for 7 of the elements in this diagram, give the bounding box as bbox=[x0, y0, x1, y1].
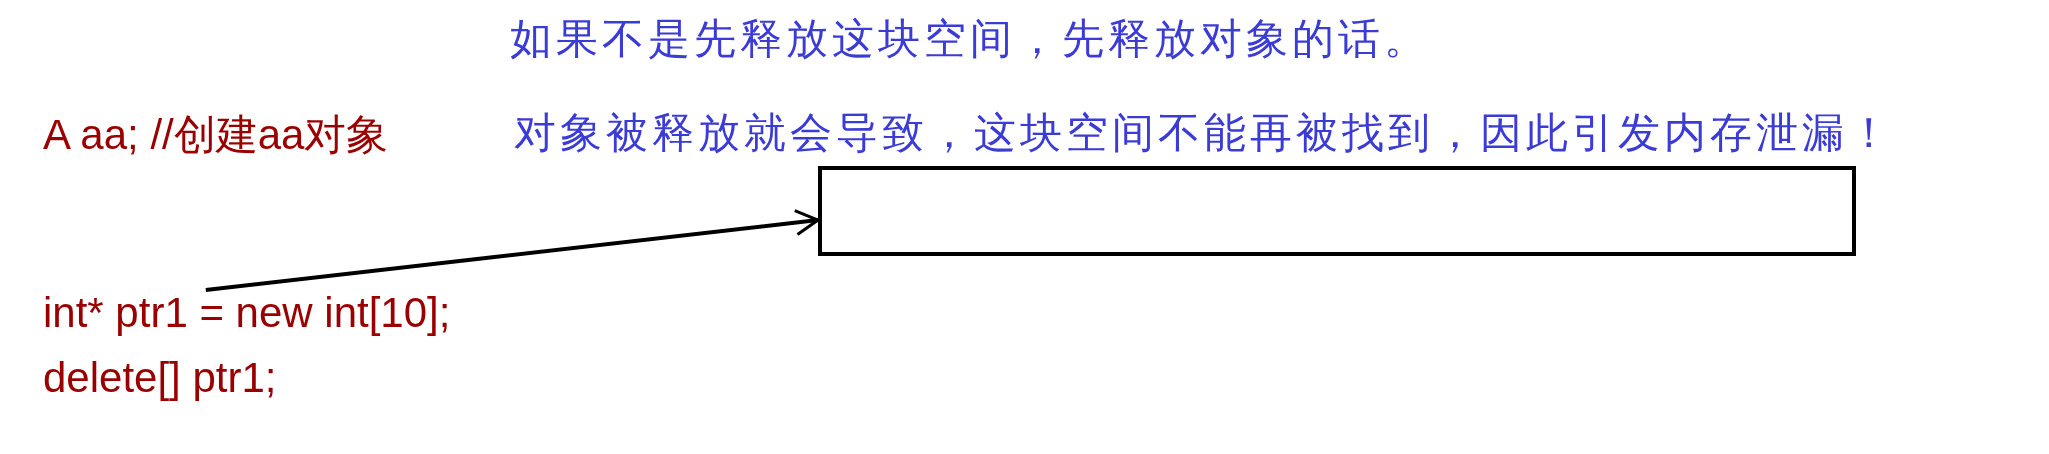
code-line: A aa; //创建aa对象 bbox=[43, 110, 389, 160]
code-line: delete[] ptr1; bbox=[43, 353, 277, 403]
memory-box bbox=[818, 166, 1856, 256]
note-text: 如果不是先释放这块空间，先释放对象的话。 bbox=[510, 14, 1430, 64]
note-text: 对象被释放就会导致，这块空间不能再被找到，因此引发内存泄漏！ bbox=[514, 108, 1894, 158]
code-line: int* ptr1 = new int[10]; bbox=[43, 288, 451, 338]
arrow bbox=[205, 209, 820, 292]
